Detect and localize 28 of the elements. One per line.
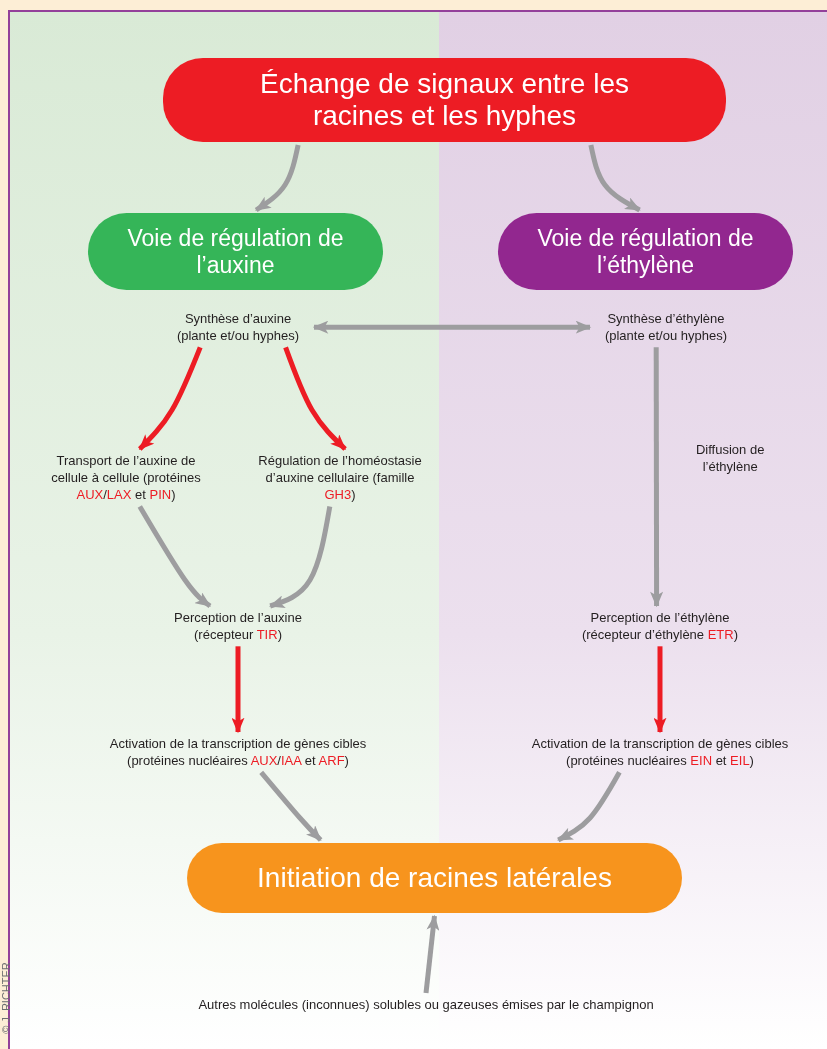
- pill-title: Voie de régulation de l’éthylène: [536, 225, 755, 278]
- arrow: [231, 646, 245, 734]
- arrow: [138, 346, 203, 451]
- step-text: Perception de l’auxine (récepteur TIR): [168, 609, 308, 644]
- arrow: [259, 770, 323, 842]
- step-text: Perception de l’éthylène (récepteur d’éthylène ETR): [575, 609, 745, 644]
- arrow: [283, 346, 347, 451]
- step-text: Activation de la transcription de gènes cibles (protéines nucléaires EIN et EIL): [515, 735, 805, 770]
- arrow: [650, 347, 664, 608]
- edge-label: Diffusion de l’éthylène: [694, 441, 766, 476]
- pill-title: Voie de régulation de l’auxine: [126, 225, 345, 278]
- step-text: Synthèse d’auxine (plante et/ou hyphes): [168, 310, 308, 345]
- step-text: Régulation de l’homéostasie d’auxine cellulaire (famille GH3): [255, 452, 425, 504]
- pill-title: Initiation de racines latérales: [257, 861, 612, 895]
- arrow: [137, 505, 212, 609]
- arrow: [254, 144, 301, 213]
- arrow: [653, 646, 667, 734]
- credit-text: © J. RICHTER: [0, 961, 12, 1036]
- arrow: [588, 144, 641, 213]
- arrow: [557, 771, 622, 843]
- step-text: Activation de la transcription de gènes cibles (protéines nucléaires AUX/IAA et ARF): [93, 735, 383, 770]
- step-text: Synthèse d’éthylène (plante et/ou hyphes): [596, 310, 736, 345]
- pill-title: Échange de signaux entre les racines et les hyphes: [259, 67, 630, 133]
- arrow: [423, 914, 440, 994]
- arrow: [268, 506, 333, 609]
- arrow: [312, 320, 592, 334]
- step-text: Transport de l’auxine de cellule à cellule (protéines AUX/LAX et PIN): [40, 452, 212, 504]
- step-text: Autres molécules (inconnues) solubles ou gazeuses émises par le champignon: [176, 996, 676, 1014]
